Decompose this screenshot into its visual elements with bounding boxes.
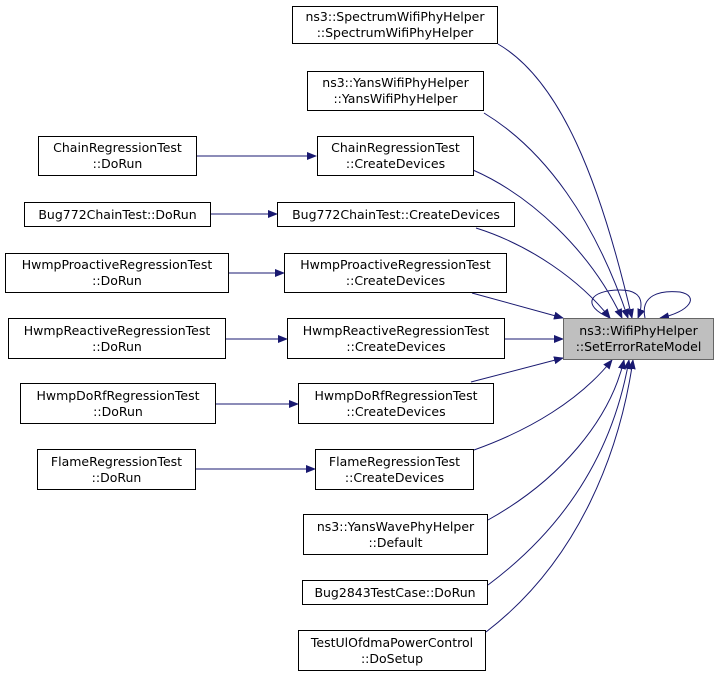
node-label-line1: HwmpProactiveRegressionTest bbox=[300, 257, 491, 272]
edge-bug772-create-to-target bbox=[475, 227, 611, 319]
node-flameregressiontest-dorun[interactable]: FlameRegressionTest ::DoRun bbox=[37, 449, 196, 490]
node-label-line1: HwmpReactiveRegressionTest bbox=[302, 322, 490, 338]
node-label-line1: ns3::YansWavePhyHelper bbox=[316, 518, 475, 534]
node-label-line2: ::CreateDevices bbox=[345, 156, 446, 171]
edge-chain-create-to-target bbox=[472, 169, 623, 319]
edge-self-loop-left bbox=[591, 289, 645, 319]
node-label-line2: ::DoRun bbox=[92, 273, 142, 288]
node-chainregressiontest-dorun[interactable]: ChainRegressionTest ::DoRun bbox=[38, 136, 197, 176]
node-bug2843testcase-dorun[interactable]: Bug2843TestCase::DoRun bbox=[302, 580, 488, 605]
node-hwmpproactiveregressiontest-dorun[interactable]: HwmpProactiveRegressionTest ::DoRun bbox=[5, 253, 229, 293]
edge-flame-create-to-target bbox=[473, 359, 613, 451]
node-hwmpdorfregressiontest-dorun[interactable]: HwmpDoRfRegressionTest ::DoRun bbox=[20, 383, 216, 424]
node-label-line1: Bug772ChainTest::CreateDevices bbox=[292, 206, 500, 222]
node-yanswifiphyhelper-ctor[interactable]: ns3::YansWifiPhyHelper ::YansWifiPhyHelp… bbox=[307, 71, 484, 111]
node-label-line1: ChainRegressionTest bbox=[331, 140, 460, 155]
edge-yanswave-to-target bbox=[487, 359, 626, 521]
node-label-line1: ChainRegressionTest bbox=[53, 140, 182, 155]
node-label-line2: ::YansWifiPhyHelper bbox=[333, 91, 458, 106]
node-hwmpreactiveregressiontest-dorun[interactable]: HwmpReactiveRegressionTest ::DoRun bbox=[8, 318, 226, 359]
node-hwmpdorfregressiontest-createdevices[interactable]: HwmpDoRfRegressionTest ::CreateDevices bbox=[298, 383, 494, 424]
node-label-line1: ns3::WifiPhyHelper bbox=[579, 323, 698, 338]
node-label-line2: ::DoRun bbox=[92, 156, 143, 171]
node-label-line1: Bug2843TestCase::DoRun bbox=[314, 584, 476, 600]
node-label-line1: FlameRegressionTest bbox=[50, 453, 183, 469]
node-testulofdmapowercontrol-dosetup[interactable]: TestUlOfdmaPowerControl ::DoSetup bbox=[298, 630, 486, 671]
node-label-line1: TestUlOfdmaPowerControl bbox=[310, 634, 474, 650]
node-chainregressiontest-createdevices[interactable]: ChainRegressionTest ::CreateDevices bbox=[317, 136, 474, 176]
node-label-line1: HwmpReactiveRegressionTest bbox=[23, 322, 211, 338]
edge-yans-to-target bbox=[483, 112, 629, 319]
node-label-line1: FlameRegressionTest bbox=[328, 453, 461, 469]
edge-hwmp-dorf-create-to-target bbox=[470, 356, 564, 383]
node-bug772chaintest-dorun[interactable]: Bug772ChainTest::DoRun bbox=[24, 202, 211, 227]
node-label-line2: ::DoRun bbox=[91, 469, 142, 485]
edge-bug2843-to-target bbox=[487, 359, 632, 586]
node-label-line1: HwmpDoRfRegressionTest bbox=[314, 387, 478, 403]
node-yanswavephyhelper-default[interactable]: ns3::YansWavePhyHelper ::Default bbox=[303, 514, 488, 555]
node-label-line2: ::Default bbox=[368, 534, 423, 550]
node-label-line1: HwmpProactiveRegressionTest bbox=[21, 257, 213, 272]
node-label-line2: ::SpectrumWifiPhyHelper bbox=[316, 25, 474, 40]
node-label-line2: ::CreateDevices bbox=[346, 338, 446, 354]
node-label-line2: ::CreateDevices bbox=[346, 403, 446, 419]
edge-self-loop-right bbox=[643, 291, 691, 321]
edge-hwmp-pro-create-to-target bbox=[471, 292, 564, 320]
node-label-line1: ns3::YansWifiPhyHelper bbox=[322, 75, 469, 90]
node-label-line2: ::DoRun bbox=[92, 338, 142, 354]
node-label-line2: ::CreateDevices bbox=[345, 273, 446, 288]
node-flameregressiontest-createdevices[interactable]: FlameRegressionTest ::CreateDevices bbox=[315, 449, 474, 490]
edge-ulofdma-to-target bbox=[485, 359, 636, 633]
node-wifiphyhelper-seterrorratemodel[interactable]: ns3::WifiPhyHelper ::SetErrorRateModel bbox=[563, 318, 714, 360]
node-spectrumwifiphyhelper-ctor[interactable]: ns3::SpectrumWifiPhyHelper ::SpectrumWif… bbox=[292, 6, 498, 44]
node-label-line2: ::DoRun bbox=[93, 403, 143, 419]
edge-spectrum-to-target bbox=[497, 43, 634, 319]
node-hwmpreactiveregressiontest-createdevices[interactable]: HwmpReactiveRegressionTest ::CreateDevic… bbox=[287, 318, 505, 359]
node-label-line2: ::SetErrorRateModel bbox=[575, 339, 702, 354]
node-bug772chaintest-createdevices[interactable]: Bug772ChainTest::CreateDevices bbox=[277, 202, 515, 227]
node-label-line1: HwmpDoRfRegressionTest bbox=[36, 387, 200, 403]
node-label-line1: Bug772ChainTest::DoRun bbox=[38, 206, 197, 222]
node-label-line2: ::DoSetup bbox=[360, 650, 424, 666]
node-hwmpproactiveregressiontest-createdevices[interactable]: HwmpProactiveRegressionTest ::CreateDevi… bbox=[284, 253, 507, 293]
node-label-line2: ::CreateDevices bbox=[344, 469, 445, 485]
node-label-line1: ns3::SpectrumWifiPhyHelper bbox=[305, 9, 485, 24]
